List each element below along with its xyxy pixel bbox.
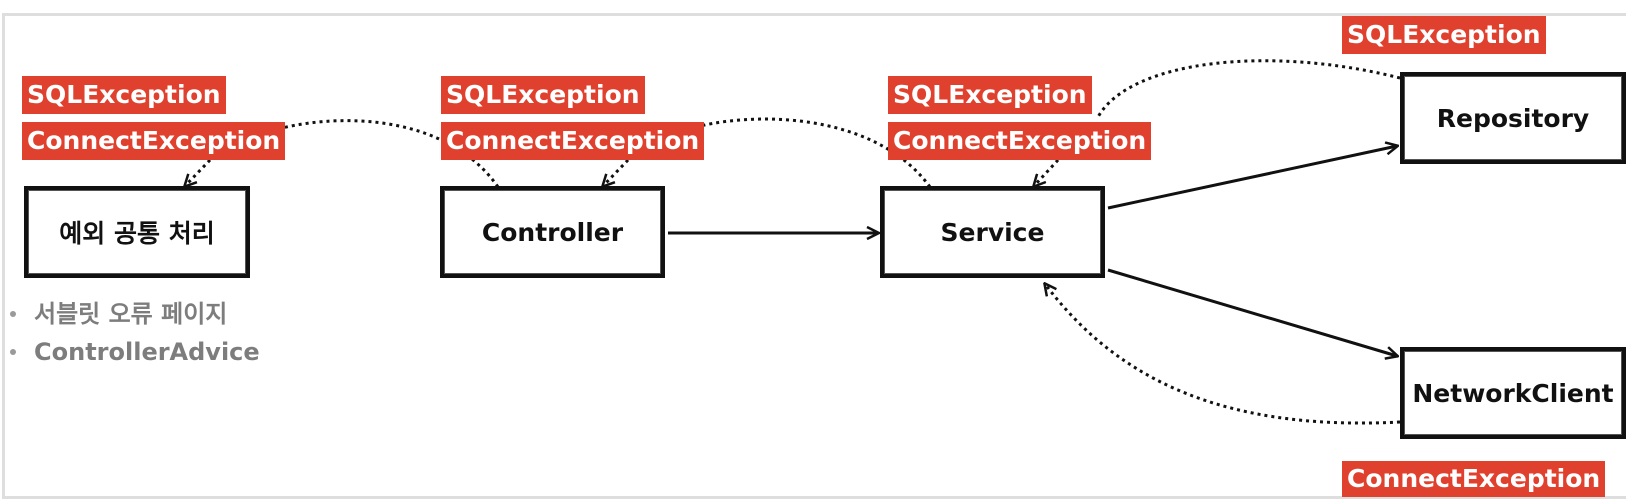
controller-box: Controller <box>440 186 665 278</box>
exception-tag-sql: SQLException <box>888 76 1092 114</box>
propagation-into-handler <box>185 158 212 186</box>
arrow-service-to-repository <box>1107 146 1397 210</box>
propagation-service-to-controller <box>699 117 932 188</box>
exception-tag-connect: ConnectException <box>1342 461 1606 497</box>
handler-notes-list: 서블릿 오류 페이지 ControllerAdvice <box>8 295 260 371</box>
repository-box: Repository <box>1400 72 1626 164</box>
propagation-into-service <box>1034 158 1060 186</box>
exception-tag-sql: SQLException <box>1342 16 1546 54</box>
common-handler-box: 예외 공통 처리 <box>24 186 250 278</box>
propagation-into-controller <box>603 158 630 186</box>
propagation-controller-to-handler <box>281 119 500 188</box>
service-box: Service <box>880 186 1105 278</box>
arrow-service-to-networkclient <box>1107 268 1397 356</box>
exception-tag-connect: ConnectException <box>888 122 1152 160</box>
propagation-networkclient-to-service <box>1045 284 1401 425</box>
handler-note-item: 서블릿 오류 페이지 <box>8 295 260 333</box>
exception-tag-sql: SQLException <box>22 76 226 114</box>
exception-tag-connect: ConnectException <box>441 122 705 160</box>
diagram-frame <box>2 13 1626 499</box>
propagation-repository-to-service <box>1096 59 1401 118</box>
exception-tag-sql: SQLException <box>441 76 645 114</box>
handler-note-item: ControllerAdvice <box>8 333 260 371</box>
networkclient-box: NetworkClient <box>1400 347 1626 439</box>
exception-tag-connect: ConnectException <box>22 122 286 160</box>
